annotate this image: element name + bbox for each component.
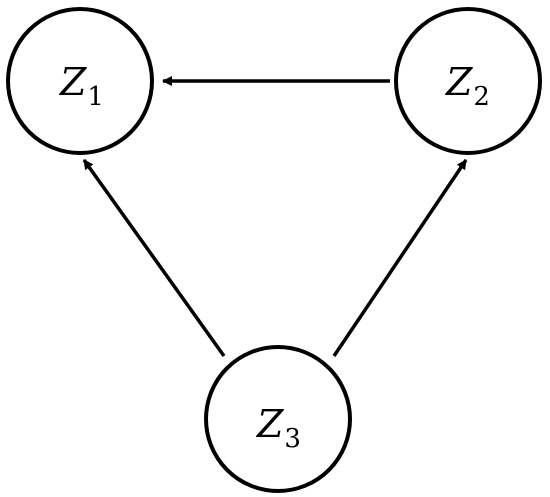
edges xyxy=(82,76,468,358)
node-z1-subscript: 1 xyxy=(87,82,104,112)
node-z3-label: Z3 xyxy=(256,402,301,454)
node-z2: Z2 xyxy=(394,7,542,155)
node-z3-circle xyxy=(204,345,352,493)
node-z2-subscript: 2 xyxy=(473,82,490,112)
node-z1-label: Z1 xyxy=(59,60,104,112)
node-z1-circle xyxy=(6,7,154,155)
node-z2-circle xyxy=(394,7,542,155)
node-z3: Z3 xyxy=(204,345,352,493)
node-z1: Z1 xyxy=(6,7,154,155)
edge-z3-to-z1 xyxy=(82,158,226,358)
node-z3-subscript: 3 xyxy=(284,424,301,454)
node-z2-label: Z2 xyxy=(445,60,490,112)
edge-z3-to-z2 xyxy=(332,159,468,357)
